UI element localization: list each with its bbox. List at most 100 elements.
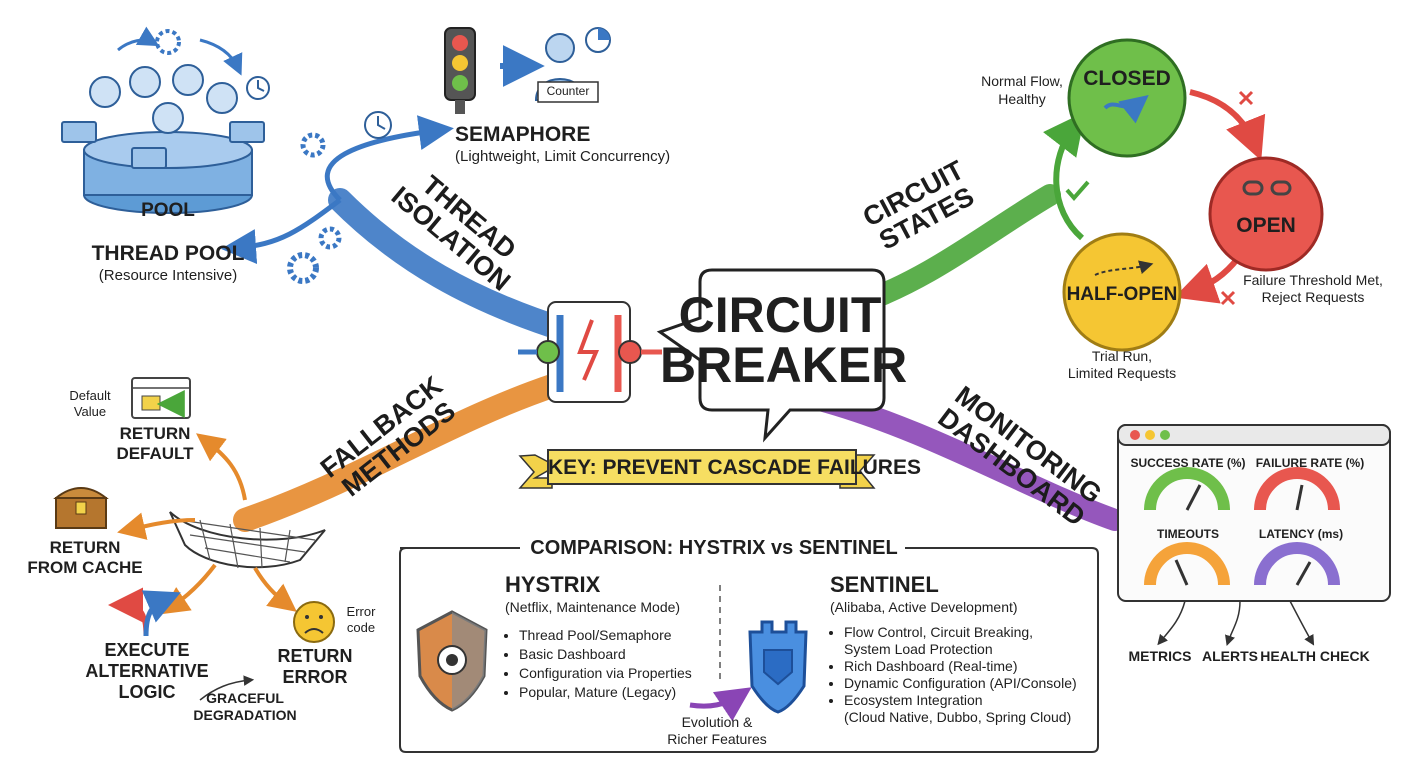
thread-pool-subtitle: (Resource Intensive) xyxy=(98,267,238,284)
feature-line: (Cloud Native, Dubbo, Spring Cloud) xyxy=(844,709,1072,725)
semaphore-title: SEMAPHORE xyxy=(455,123,591,146)
label-line: FROM CACHE xyxy=(27,558,143,577)
error-code-label: Error code xyxy=(338,604,384,636)
label-line: DEGRADATION xyxy=(193,707,297,723)
default-value-label: Default Value xyxy=(58,388,122,420)
hystrix-subtitle: (Netflix, Maintenance Mode) xyxy=(505,599,681,615)
state-closed xyxy=(1067,38,1187,158)
label-line: RETURN xyxy=(49,538,121,557)
return-from-cache-label: RETURN FROM CACHE xyxy=(20,538,150,578)
state-open-label: OPEN xyxy=(1236,214,1296,237)
half-open-note: Trial Run, Limited Requests xyxy=(1052,348,1192,382)
closed-note: Normal Flow, Healthy xyxy=(972,72,1072,108)
success-rate-label: SUCCESS RATE (%) xyxy=(1130,456,1246,470)
comparison-title: COMPARISON: HYSTRIX vs SENTINEL xyxy=(525,537,903,560)
label-line: GRACEFUL xyxy=(206,690,284,706)
branch-monitoring xyxy=(809,389,1126,531)
sentinel-subtitle: (Alibaba, Active Development) xyxy=(830,599,1018,615)
state-half-open-label: HALF-OPEN xyxy=(1066,284,1178,305)
center-title-line2: BREAKER xyxy=(660,337,908,393)
gear-icon xyxy=(300,132,326,158)
sentinel-feature-list: Flow Control, Circuit Breaking,System Lo… xyxy=(830,624,1077,726)
sentinel-feature: Ecosystem Integration(Cloud Native, Dubb… xyxy=(844,692,1077,726)
feature-line: Flow Control, Circuit Breaking, xyxy=(844,624,1034,640)
hystrix-shield-icon xyxy=(416,610,488,712)
alerts-label: ALERTS xyxy=(1202,648,1258,664)
hystrix-feature-list: Thread Pool/Semaphore Basic Dashboard Co… xyxy=(505,626,692,702)
sad-face-icon xyxy=(293,601,335,643)
label-line: Value xyxy=(73,404,107,419)
label-line: Error xyxy=(346,604,376,619)
hystrix-feature: Thread Pool/Semaphore xyxy=(519,626,692,645)
open-note: Failure Threshold Met, Reject Requests xyxy=(1220,272,1406,306)
label-line: Evolution & xyxy=(681,714,753,730)
key-banner xyxy=(518,449,876,489)
hystrix-name: HYSTRIX xyxy=(505,572,601,597)
center-title-line1: CIRCUIT xyxy=(678,287,882,343)
health-check-label: HEALTH CHECK xyxy=(1260,648,1370,664)
center-bubble xyxy=(656,268,886,443)
default-value-window-icon xyxy=(131,377,191,419)
latency-gauge xyxy=(1254,542,1340,586)
graceful-degradation-label: GRACEFUL DEGRADATION xyxy=(190,690,300,724)
note-line: Normal Flow, xyxy=(981,73,1063,89)
label-line: EXECUTE xyxy=(104,640,190,660)
success-gauge xyxy=(1144,467,1230,511)
breaker-icon xyxy=(518,301,662,403)
note-line: Trial Run, xyxy=(1091,348,1153,364)
sentinel-name: SENTINEL xyxy=(830,572,939,597)
pool-label: POOL xyxy=(141,200,195,221)
hystrix-feature: Popular, Mature (Legacy) xyxy=(519,683,692,702)
sentinel-feature: Rich Dashboard (Real-time) xyxy=(844,658,1077,675)
semaphore-subtitle: (Lightweight, Limit Concurrency) xyxy=(455,148,671,165)
return-default-label: RETURN DEFAULT xyxy=(100,424,210,464)
gear-icon xyxy=(287,252,319,284)
evolution-label: Evolution & Richer Features xyxy=(652,714,782,748)
branch-fallback xyxy=(233,373,567,532)
feature-line: System Load Protection xyxy=(844,641,993,657)
state-closed-label: CLOSED xyxy=(1083,67,1171,90)
counter-label: Counter xyxy=(546,84,590,98)
timeouts-label: TIMEOUTS xyxy=(1157,527,1219,541)
sentinel-castle-icon xyxy=(748,620,808,714)
sentinel-feature: Flow Control, Circuit Breaking,System Lo… xyxy=(844,624,1077,658)
thread-pool-title: THREAD POOL xyxy=(91,242,245,265)
comparison-box xyxy=(399,547,1099,753)
latency-label: LATENCY (ms) xyxy=(1258,527,1344,541)
safety-net-icon xyxy=(169,511,326,569)
failure-gauge xyxy=(1254,467,1340,511)
note-line: Failure Threshold Met, xyxy=(1243,272,1383,288)
thread-pool-icon xyxy=(61,26,270,214)
label-line: code xyxy=(346,620,376,635)
hystrix-feature: Configuration via Properties xyxy=(519,664,692,683)
label-line: RETURN xyxy=(119,424,191,443)
label-line: LOGIC xyxy=(118,682,176,702)
label-line: ALTERNATIVE xyxy=(85,661,209,681)
state-open xyxy=(1208,156,1324,272)
counter-person-icon xyxy=(534,27,611,103)
branch-thread-isolation xyxy=(328,188,577,342)
timeouts-gauge xyxy=(1144,542,1230,586)
execute-alternative-label: EXECUTE ALTERNATIVE LOGIC xyxy=(80,640,214,703)
return-error-label: RETURN ERROR xyxy=(270,646,360,688)
treasure-chest-icon xyxy=(53,487,109,529)
broken-chain-icon xyxy=(1242,180,1292,196)
note-line: Healthy xyxy=(998,91,1046,107)
feature-line: Ecosystem Integration xyxy=(844,692,983,708)
label-line: RETURN xyxy=(277,646,353,666)
failure-rate-label: FAILURE RATE (%) xyxy=(1255,456,1365,470)
dashboard-window xyxy=(1117,424,1391,602)
label-line: DEFAULT xyxy=(116,444,194,463)
metrics-label: METRICS xyxy=(1128,648,1192,664)
label-line: Richer Features xyxy=(667,731,767,747)
label-line: ERROR xyxy=(282,667,348,687)
traffic-light-icon xyxy=(444,27,476,114)
key-banner-text: KEY: PREVENT CASCADE FAILURES xyxy=(548,456,921,479)
hystrix-feature: Basic Dashboard xyxy=(519,645,692,664)
note-line: Reject Requests xyxy=(1261,289,1365,305)
note-line: Limited Requests xyxy=(1067,365,1177,381)
sentinel-feature: Dynamic Configuration (API/Console) xyxy=(844,675,1077,692)
gear-icon xyxy=(318,226,342,250)
